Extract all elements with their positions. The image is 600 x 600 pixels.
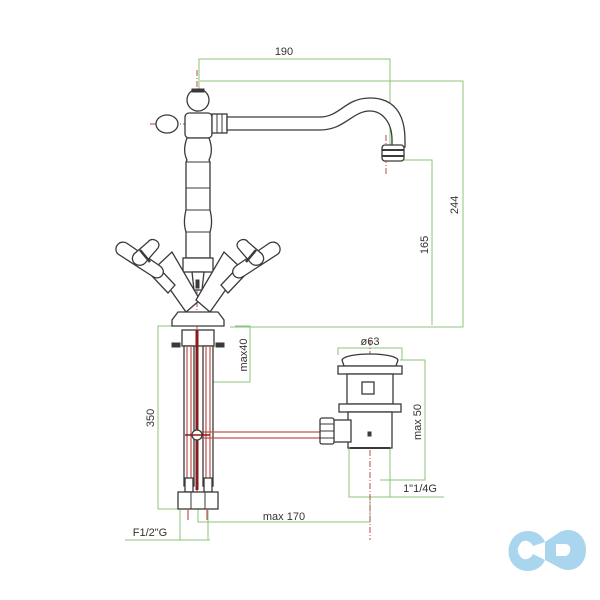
dim-max-deck: max40 bbox=[238, 338, 250, 371]
faucet-body bbox=[115, 88, 406, 327]
dim-hose-length: 350 bbox=[145, 409, 157, 427]
dimension-lines bbox=[125, 58, 464, 541]
dim-max-distance: max 170 bbox=[263, 511, 305, 523]
cd-logo-icon bbox=[508, 530, 586, 572]
dim-drain-depth: max 50 bbox=[412, 404, 424, 440]
right-valve bbox=[195, 238, 281, 313]
dim-drain-thread: 1"1/4G bbox=[403, 483, 437, 495]
dimension-labels: 190 244 165 max40 350 ø63 max 50 1"1/4G … bbox=[133, 46, 461, 539]
dim-connection-thread: F1/2"G bbox=[133, 527, 167, 539]
supply-hoses bbox=[171, 329, 225, 520]
pop-up-drain bbox=[319, 353, 403, 449]
dim-spout-reach: 190 bbox=[275, 46, 293, 58]
pop-up-rod bbox=[185, 429, 322, 441]
dim-spout-height: 165 bbox=[419, 236, 431, 254]
dim-total-height: 244 bbox=[449, 196, 461, 214]
dim-drain-diameter: ø63 bbox=[361, 336, 380, 348]
